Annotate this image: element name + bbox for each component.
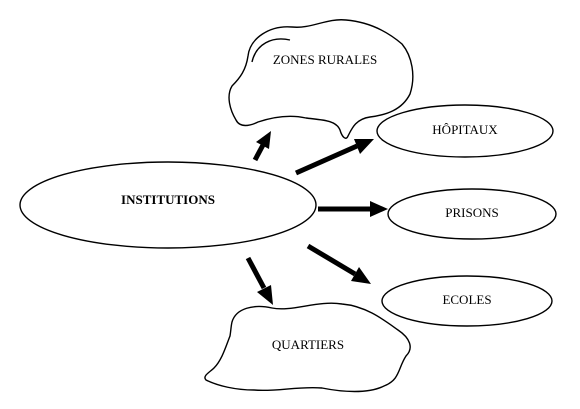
institutions-ellipse [19, 161, 317, 249]
arrow-head-zones-rurales [256, 131, 271, 149]
arrow-to-prisons [318, 201, 388, 217]
arrow-to-zones-rurales [252, 131, 271, 162]
prisons-label: PRISONS [445, 205, 498, 220]
arrow-to-ecoles [306, 243, 371, 284]
quartiers-cloud-shape [204, 302, 411, 393]
institutions-label: INSTITUTIONS [121, 192, 215, 207]
node-hopitaux: HÔPITAUX [376, 104, 554, 158]
zones-rurales-cloud-inner-arc [251, 38, 291, 63]
node-zones-rurales: ZONES RURALES [228, 19, 414, 139]
node-ecoles: ECOLES [381, 275, 553, 327]
node-prisons: PRISONS [387, 188, 557, 240]
hopitaux-ellipse [376, 104, 554, 158]
ecoles-ellipse [381, 275, 553, 327]
node-institutions: INSTITUTIONS [19, 161, 317, 249]
node-quartiers: QUARTIERS [204, 302, 411, 393]
arrow-head-hopitaux [354, 139, 374, 154]
zones-rurales-cloud-shape [228, 19, 414, 139]
ecoles-label: ECOLES [442, 292, 491, 307]
arrow-to-quartiers [245, 256, 273, 305]
quartiers-label: QUARTIERS [272, 337, 344, 352]
arrow-head-prisons [370, 201, 388, 217]
zones-rurales-label: ZONES RURALES [273, 52, 377, 67]
arrow-to-hopitaux [294, 139, 374, 176]
arrow-head-ecoles [351, 267, 371, 284]
prisons-ellipse [387, 188, 557, 240]
arrow-head-quartiers [257, 285, 273, 305]
hopitaux-label: HÔPITAUX [432, 122, 498, 137]
